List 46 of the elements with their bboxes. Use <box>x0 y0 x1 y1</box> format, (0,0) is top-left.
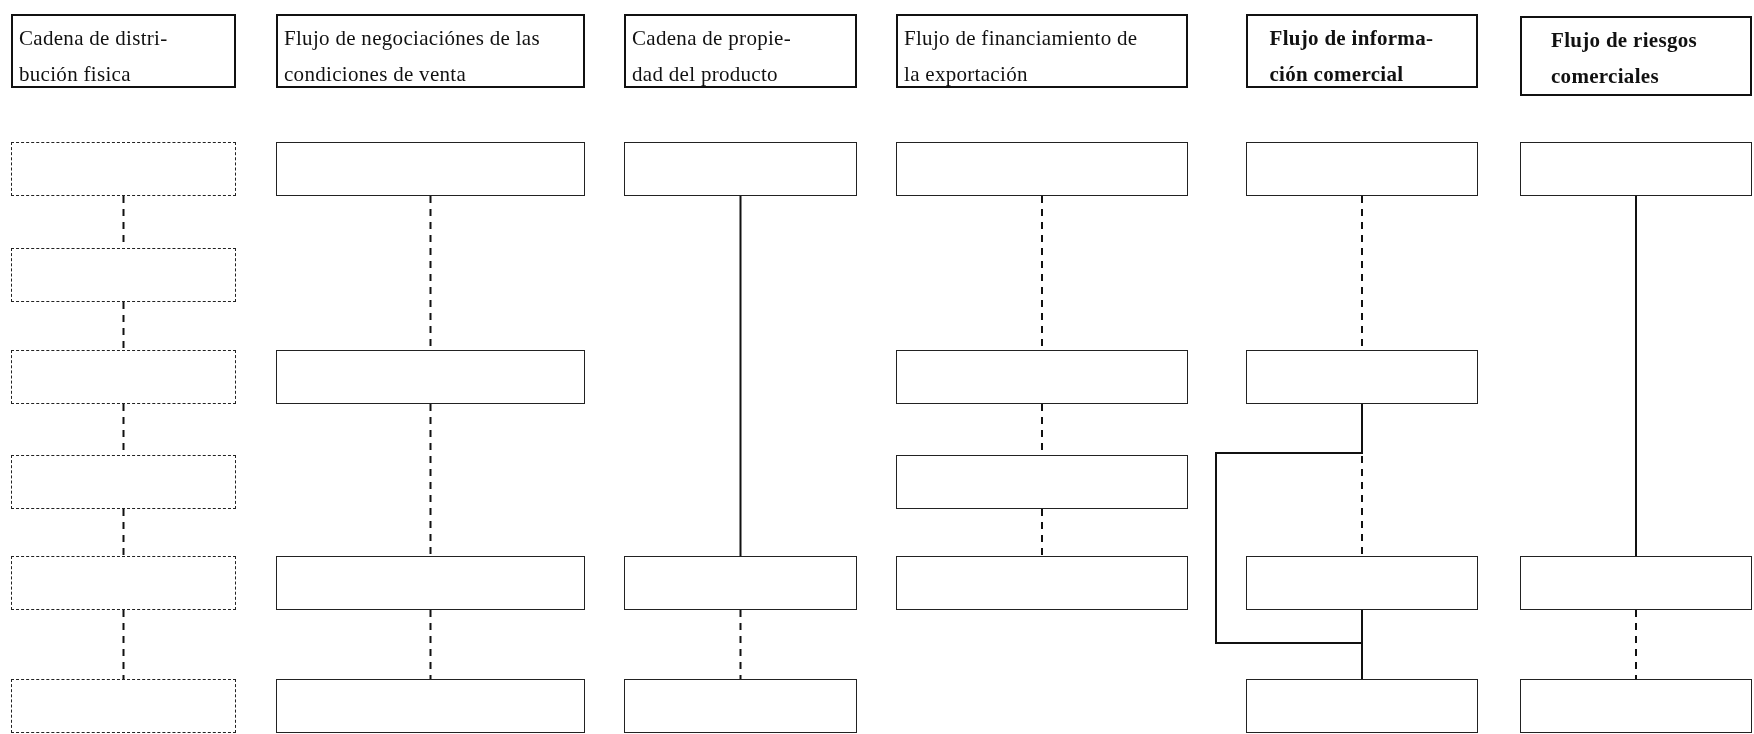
empty-box <box>624 142 857 196</box>
connector-line <box>739 609 742 680</box>
empty-box <box>1246 679 1478 733</box>
header-text: Flujo de negociaciónes de las condiciones de venta <box>284 25 541 88</box>
header-text: Cadena de propie- dad del producto <box>632 25 793 88</box>
header-box <box>1520 16 1752 96</box>
connector-line <box>122 301 125 351</box>
empty-box <box>276 350 585 404</box>
empty-box <box>1520 556 1752 610</box>
empty-box <box>1246 142 1478 196</box>
connector-line <box>1635 609 1637 680</box>
header-text: Cadena de distri- bución fisica <box>19 25 169 88</box>
empty-box <box>276 556 585 610</box>
header-box <box>624 14 857 88</box>
empty-box <box>1520 142 1752 196</box>
header-box <box>1246 14 1478 88</box>
empty-box <box>276 679 585 733</box>
empty-box <box>896 142 1188 196</box>
empty-box <box>11 679 236 733</box>
empty-box <box>624 556 857 610</box>
empty-box <box>11 350 236 404</box>
header-text: Flujo de informa- ción comercial <box>1269 25 1435 88</box>
empty-box <box>11 248 236 302</box>
empty-box <box>11 142 236 196</box>
header-box <box>11 14 236 88</box>
empty-box <box>1246 556 1478 610</box>
empty-box <box>11 556 236 610</box>
empty-box <box>1246 350 1478 404</box>
connector-line <box>1041 508 1043 557</box>
empty-box <box>624 679 857 733</box>
connector-line <box>429 609 432 680</box>
empty-box <box>896 556 1188 610</box>
empty-box <box>896 455 1188 509</box>
header-box <box>896 14 1188 88</box>
empty-box <box>11 455 236 509</box>
connector-line <box>122 609 125 680</box>
empty-box <box>1520 679 1752 733</box>
connector-line <box>739 195 742 557</box>
header-text: Flujo de riesgos comerciales <box>1551 27 1698 90</box>
connector-line <box>1635 195 1637 557</box>
header-text: Flujo de financiamiento de la exportación <box>904 25 1139 88</box>
empty-box <box>276 142 585 196</box>
header-box <box>276 14 585 88</box>
empty-box <box>896 350 1188 404</box>
connector-line <box>429 403 432 557</box>
connector-line <box>122 508 125 557</box>
